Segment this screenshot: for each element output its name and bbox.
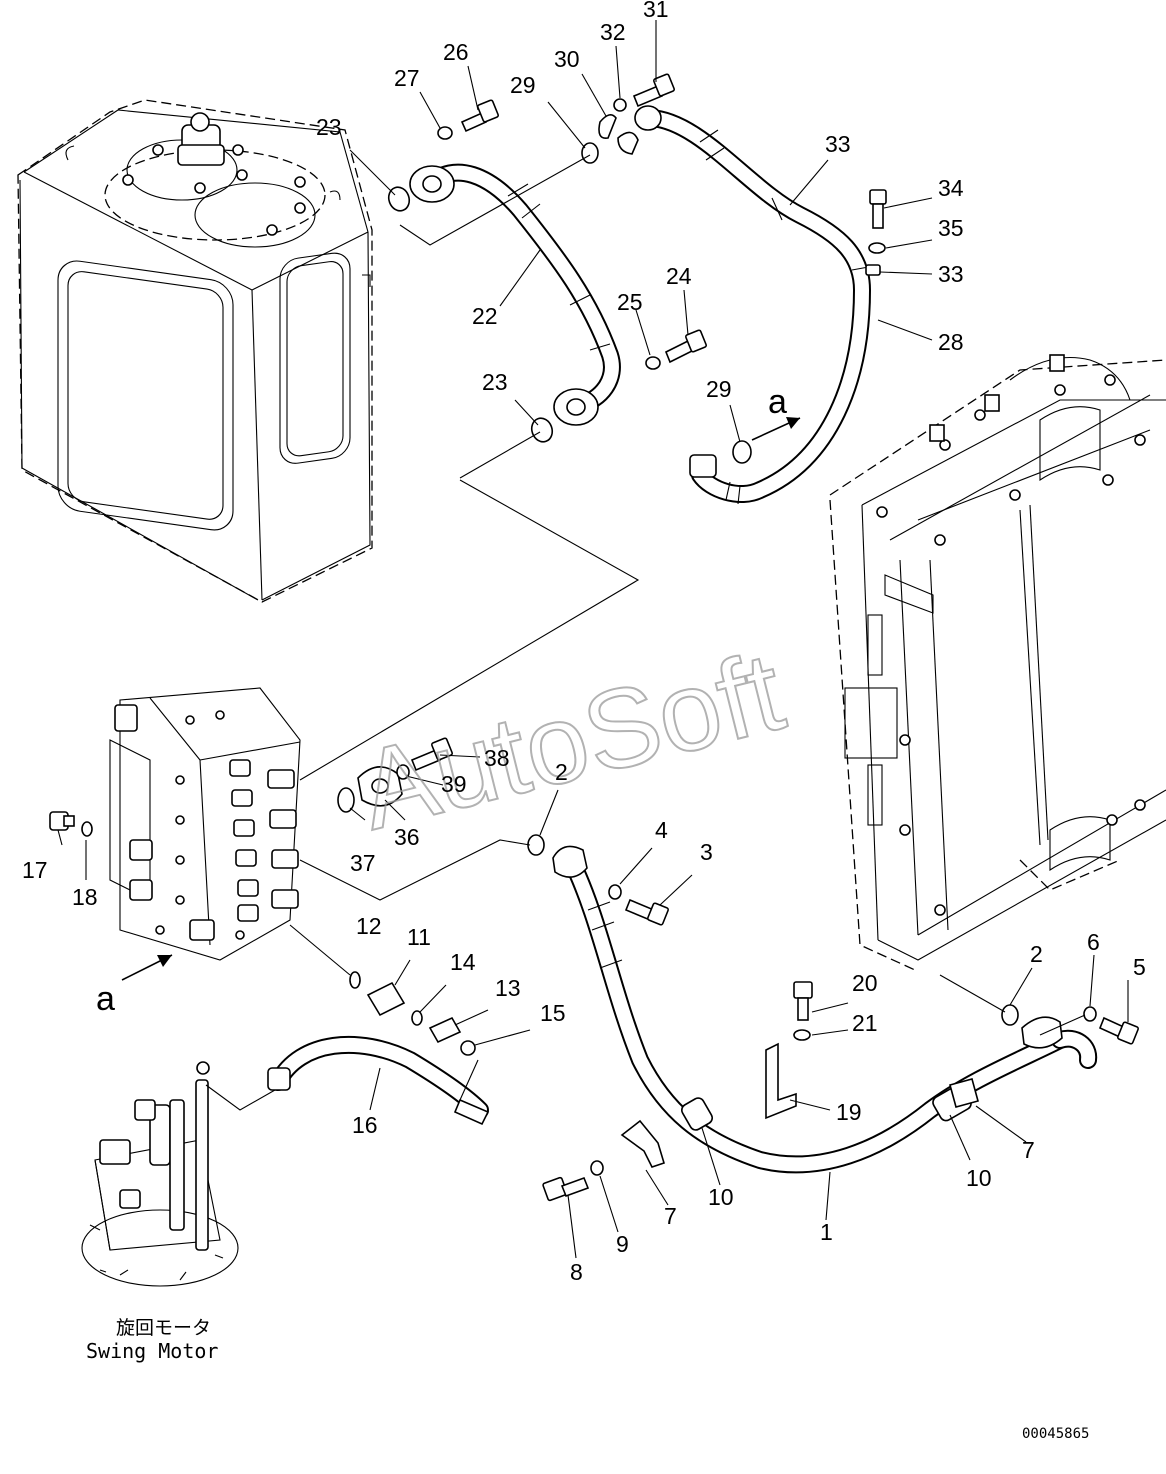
o-ring-37 <box>337 787 355 813</box>
view-letter-upper: a <box>768 383 787 421</box>
callout-7-right: 7 <box>1022 1137 1035 1163</box>
callout-25: 25 <box>617 289 643 315</box>
callout-23-upper: 23 <box>316 114 342 140</box>
callout-24: 24 <box>666 263 692 289</box>
bolt-5 <box>1098 1016 1139 1045</box>
bolt-3 <box>624 898 669 926</box>
callout-29-lower: 29 <box>706 376 732 402</box>
callout-18: 18 <box>72 884 98 910</box>
callout-1: 1 <box>820 1219 833 1245</box>
o-ring-29-lower <box>732 440 752 464</box>
callout-28: 28 <box>938 329 964 355</box>
callout-37: 37 <box>350 850 376 876</box>
o-ring-29-upper <box>581 142 599 164</box>
callout-12: 12 <box>356 913 382 939</box>
swing-motor-caption-en: Swing Motor <box>86 1339 218 1363</box>
callout-2-lower: 2 <box>1030 941 1043 967</box>
callout-16: 16 <box>352 1112 378 1138</box>
o-ring-14 <box>411 1010 423 1026</box>
document-number: 00045865 <box>1022 1426 1089 1442</box>
callout-4: 4 <box>655 817 668 843</box>
plug-17 <box>49 811 75 831</box>
callout-2-upper: 2 <box>555 759 568 785</box>
bolt-24 <box>664 329 707 364</box>
callout-23-lower: 23 <box>482 369 508 395</box>
control-valve <box>109 687 301 961</box>
callout-30: 30 <box>554 46 580 72</box>
bracket-19 <box>765 1042 797 1120</box>
adapter-11 <box>366 981 406 1017</box>
leader-lines <box>57 20 1129 1259</box>
washer-9 <box>590 1160 604 1176</box>
o-ring-23-upper <box>387 186 411 212</box>
bolt-38 <box>410 737 453 772</box>
callout-26: 26 <box>443 39 469 65</box>
callout-6: 6 <box>1087 929 1100 955</box>
callout-9: 9 <box>616 1231 629 1257</box>
callout-22: 22 <box>472 303 498 329</box>
callout-10-left: 10 <box>708 1184 734 1210</box>
callout-36: 36 <box>394 824 420 850</box>
callout-11: 11 <box>407 924 431 950</box>
clamp-7-right <box>949 1078 979 1108</box>
o-ring-18 <box>81 821 93 837</box>
callout-21: 21 <box>852 1010 878 1036</box>
oil-cooler-frame <box>829 354 1166 971</box>
callout-20: 20 <box>852 970 878 996</box>
swing-motor-caption-jp: 旋回モータ <box>116 1317 211 1339</box>
washer-35 <box>868 242 886 254</box>
o-ring-2-right <box>1001 1004 1019 1026</box>
callout-33-upper: 33 <box>825 131 851 157</box>
flange-36 <box>357 766 403 807</box>
callout-19: 19 <box>836 1099 862 1125</box>
callout-3: 3 <box>700 839 713 865</box>
callout-29-upper: 29 <box>510 72 536 98</box>
cap-15 <box>460 1040 476 1056</box>
clamp-7-left <box>620 1119 665 1168</box>
split-flange-30 <box>598 114 617 139</box>
watermark: AutoSoft <box>348 628 795 853</box>
hose-28 <box>634 105 881 505</box>
callout-13: 13 <box>495 975 521 1001</box>
o-ring-2-left <box>527 834 545 856</box>
callouts: 1 2 2 3 4 5 6 7 7 8 9 10 10 11 12 13 14 … <box>22 0 1146 1285</box>
bolt-20 <box>793 981 813 1021</box>
hose-22 <box>409 163 621 426</box>
fitting-13 <box>428 1016 462 1044</box>
bolt-34 <box>869 189 887 229</box>
callout-5: 5 <box>1133 954 1146 980</box>
callout-17: 17 <box>22 857 48 883</box>
drain-hose-16 <box>267 1035 490 1126</box>
bolt-26 <box>460 99 499 133</box>
callout-38: 38 <box>484 745 510 771</box>
o-ring-12 <box>349 971 361 989</box>
washer-21 <box>793 1029 811 1041</box>
callout-35: 35 <box>938 215 964 241</box>
hydraulic-tank <box>17 99 373 603</box>
callout-15: 15 <box>540 1000 566 1026</box>
callout-10-right: 10 <box>966 1165 992 1191</box>
bolt-31 <box>632 73 675 108</box>
washer-6 <box>1083 1006 1097 1022</box>
callout-34: 34 <box>938 175 964 201</box>
callout-7-left: 7 <box>664 1203 677 1229</box>
washer-32 <box>613 98 627 112</box>
washer-4 <box>608 884 622 900</box>
washer-25 <box>645 356 661 370</box>
washer-39 <box>396 764 410 780</box>
view-letter-lower: a <box>96 980 115 1018</box>
bolt-8 <box>542 1176 590 1202</box>
swing-motor <box>81 1061 239 1287</box>
callout-14: 14 <box>450 949 476 975</box>
callout-39: 39 <box>441 771 467 797</box>
callout-27: 27 <box>394 65 420 91</box>
split-flange-30-b <box>617 131 639 155</box>
callout-31: 31 <box>643 0 669 22</box>
callout-8: 8 <box>570 1259 583 1285</box>
callout-32: 32 <box>600 19 626 45</box>
callout-33-lower: 33 <box>938 261 964 287</box>
washer-27 <box>437 126 453 140</box>
